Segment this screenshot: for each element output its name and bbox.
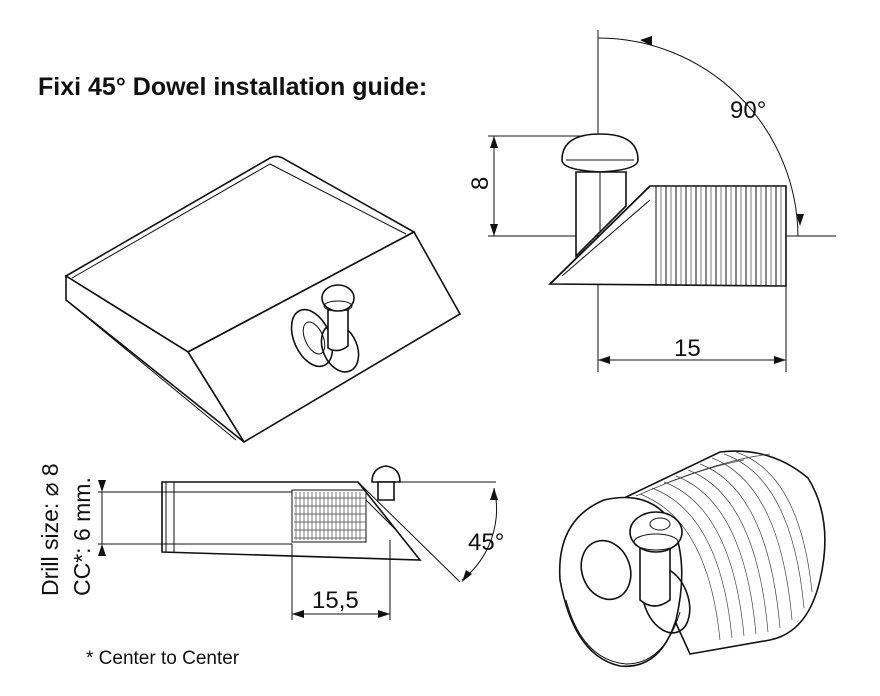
dowel-head	[321, 284, 355, 312]
arrowhead	[640, 36, 652, 46]
arrowhead	[774, 356, 786, 364]
arrowhead	[598, 356, 610, 364]
side-thread-ridges	[655, 186, 782, 286]
arrowhead	[490, 488, 498, 500]
length-15-label: 15	[674, 335, 701, 362]
section-block	[161, 481, 422, 561]
arrowhead	[796, 214, 804, 226]
iso-loop-hole	[580, 539, 632, 601]
height-8-label: 8	[467, 177, 494, 190]
section-dowel-neck	[377, 481, 395, 501]
iso-thread-ridges	[635, 451, 813, 641]
side-bevel-inner	[561, 199, 651, 277]
angle-90-label: 90°	[730, 97, 766, 124]
side-dowel-head	[561, 133, 639, 173]
angle-45-label: 45°	[468, 529, 504, 556]
dowel-bevel	[365, 499, 397, 531]
dowel-side-view: 90° 8 15	[467, 30, 836, 372]
block-top-face	[64, 155, 416, 353]
arrowhead	[490, 224, 498, 236]
iso-loop-rim	[565, 599, 681, 665]
arrowhead	[292, 610, 304, 618]
chamfer-line	[357, 481, 461, 583]
arrowhead	[490, 136, 498, 148]
arrowhead	[98, 480, 106, 492]
guide-title: Fixi 45° Dowel installation guide:	[38, 73, 427, 101]
iso-dowel-head-highlight	[649, 517, 671, 531]
arrowhead	[378, 610, 390, 618]
section-dowel-head	[371, 465, 401, 483]
block-front-face	[65, 274, 245, 443]
depth-15-5-label: 15,5	[312, 587, 359, 614]
angle-arc-90	[597, 37, 799, 237]
drill-size-label: Drill size: ⌀ 8	[37, 463, 63, 596]
iso-dowel-neck	[639, 539, 671, 607]
arrowhead	[462, 570, 472, 582]
section-hole	[291, 489, 367, 543]
dowel-head-rim	[323, 300, 353, 312]
block-bottom-edge	[65, 299, 237, 441]
footnote: * Center to Center	[86, 648, 240, 669]
block-isometric-view	[64, 155, 462, 444]
section-thread-pattern	[294, 492, 366, 540]
section-view: Drill size: ⌀ 8 CC*: 6 mm. 45°	[37, 463, 504, 620]
dowel-shank	[327, 309, 349, 352]
side-bevel-edge	[549, 185, 651, 285]
block-top-edge	[71, 163, 407, 279]
iso-dowel-head-rim	[633, 533, 679, 551]
center-to-center-label: CC*: 6 mm.	[69, 477, 95, 596]
angle-arc-45	[461, 487, 498, 581]
side-dowel-neck	[575, 171, 627, 258]
arrowhead	[98, 544, 106, 556]
dowel-isometric-view	[558, 450, 826, 668]
